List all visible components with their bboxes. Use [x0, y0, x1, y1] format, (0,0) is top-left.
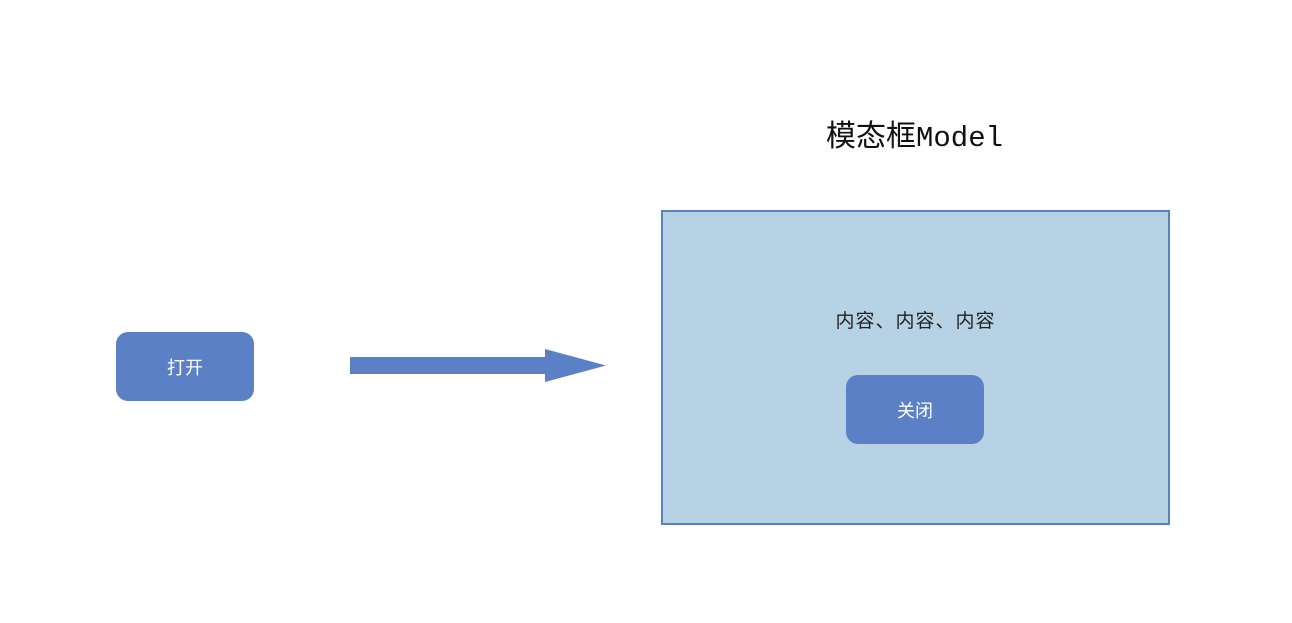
modal-box: 内容、内容、内容 关闭	[661, 210, 1170, 525]
open-button[interactable]: 打开	[116, 332, 254, 401]
open-button-label: 打开	[167, 357, 203, 379]
modal-title-cjk: 模态框	[826, 119, 916, 154]
close-button[interactable]: 关闭	[846, 375, 984, 444]
modal-content-text: 内容、内容、内容	[835, 310, 996, 332]
modal-title-latin: Model	[916, 122, 1004, 155]
modal-title: 模态框Model	[826, 118, 1008, 156]
right-arrow-icon	[350, 349, 606, 382]
close-button-label: 关闭	[897, 400, 933, 422]
